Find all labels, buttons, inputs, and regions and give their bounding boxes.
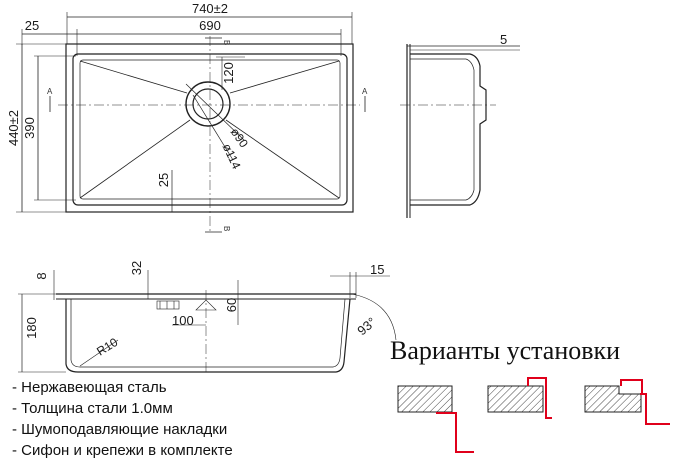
dim-drain-depth: 60 xyxy=(224,298,239,312)
install-title: Варианты установки xyxy=(390,336,621,365)
top-view xyxy=(16,12,366,233)
dim-rim: 15 xyxy=(370,262,384,277)
dim-bowl-depth: 390 xyxy=(22,117,37,139)
spec-item: - Шумоподавляющие накладки xyxy=(12,421,228,438)
dim-bottom-offset: 25 xyxy=(156,173,171,187)
dim-overall-width: 740±2 xyxy=(192,1,228,16)
dim-wall-angle: 93° xyxy=(354,314,379,338)
section-b-top: B xyxy=(222,40,231,45)
dim-height: 180 xyxy=(24,317,39,339)
install-variant-undermount xyxy=(584,379,670,425)
dim-side-flange: 5 xyxy=(500,32,507,47)
side-view xyxy=(400,44,520,218)
dim-left-offset: 25 xyxy=(25,18,39,33)
section-a-left: A xyxy=(47,87,53,96)
dim-bowl-width: 690 xyxy=(199,18,221,33)
dim-section-drain-offset: 32 xyxy=(129,261,144,275)
section-b-bottom: B xyxy=(222,226,231,231)
spec-item: - Сифон и крепежи в комплекте xyxy=(12,442,233,459)
section-view xyxy=(18,270,397,373)
section-a-right: A xyxy=(362,87,368,96)
spec-item: - Нержавеющая сталь xyxy=(12,379,167,396)
dim-corner-radius: R10 xyxy=(94,335,120,359)
spec-item: - Толщина стали 1.0мм xyxy=(12,400,173,417)
dim-flange-thickness: 8 xyxy=(34,272,49,279)
install-variant-flush xyxy=(487,377,552,419)
dim-drain-x: 100 xyxy=(172,313,194,328)
install-variant-overmount xyxy=(397,385,474,453)
dim-drain-offset: 120 xyxy=(221,62,236,84)
dim-overall-depth: 440±2 xyxy=(6,110,21,146)
